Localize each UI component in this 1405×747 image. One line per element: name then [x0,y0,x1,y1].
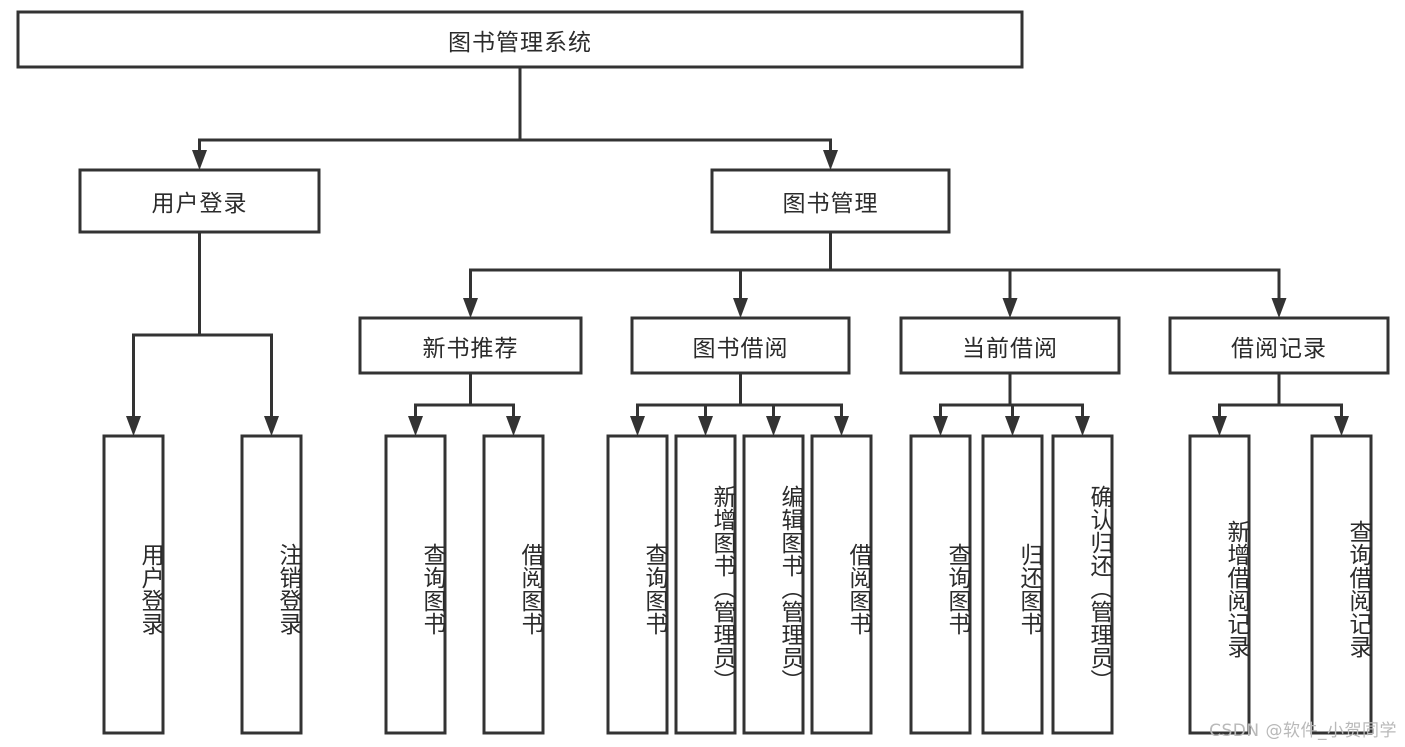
connector-layer [126,65,1349,436]
node-box-leaf-add-book[interactable] [674,434,737,735]
arrow-head-icon [698,416,713,436]
node-box-leaf-borrow-book-2[interactable] [810,434,873,735]
arrow-head-icon [1005,416,1020,436]
arrow-head-icon [823,150,838,170]
node-box-book-manage[interactable] [710,168,951,234]
node-box-leaf-user-login[interactable] [102,434,165,735]
arrow-head-icon [1334,416,1349,436]
node-box-leaf-query-book-1[interactable] [384,434,447,735]
arrow-head-icon [1271,298,1287,318]
arrow-head-icon [834,416,849,436]
arrow-head-icon [1002,298,1018,318]
arrow-head-icon [264,416,279,436]
arrow-head-icon [733,298,748,318]
node-box-leaf-edit-book[interactable] [742,434,805,735]
arrow-head-icon [408,416,423,436]
node-box-leaf-borrow-book-1[interactable] [482,434,545,735]
node-box-current-borrow[interactable] [899,316,1121,375]
node-box-leaf-logout[interactable] [240,434,303,735]
arrow-head-icon [933,416,948,436]
arrow-head-icon [126,416,141,436]
arrow-head-icon [1075,416,1090,436]
node-box-leaf-query-record[interactable] [1310,434,1373,735]
arrow-head-icon [630,416,645,436]
arrow-head-icon [463,298,478,318]
node-box-user-login[interactable] [78,168,321,234]
node-box-leaf-query-book-3[interactable] [909,434,972,735]
arrow-head-icon [1212,416,1227,436]
arrow-head-icon [506,416,521,436]
node-box-new-book-rec[interactable] [358,316,583,375]
node-box-root[interactable] [16,10,1024,69]
node-box-book-borrow[interactable] [630,316,851,375]
arrow-head-icon [192,150,207,170]
node-box-layer [16,10,1390,735]
node-box-leaf-add-record[interactable] [1188,434,1251,735]
node-box-leaf-confirm-return[interactable] [1051,434,1114,735]
arrow-head-icon [766,416,781,436]
node-box-borrow-record[interactable] [1168,316,1390,375]
node-box-leaf-return-book[interactable] [981,434,1044,735]
node-box-leaf-query-book-2[interactable] [606,434,669,735]
